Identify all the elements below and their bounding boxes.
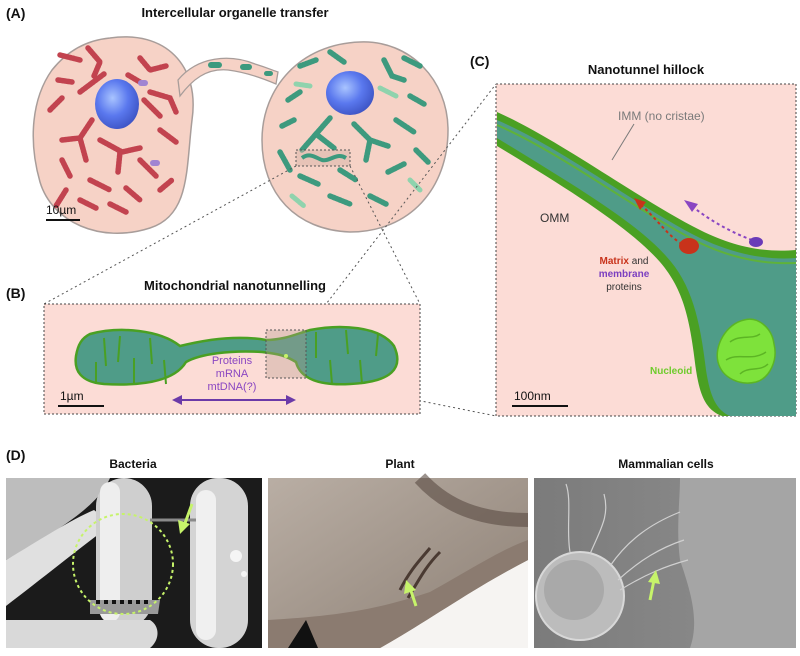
cargo-mtdna: mtDNA(?)	[208, 381, 257, 393]
membrane-word: membrane	[599, 269, 650, 280]
panel-b-title: Mitochondrial nanotunnelling	[144, 278, 326, 293]
bacteria-arrow	[178, 503, 194, 534]
membrane-protein-path	[691, 205, 753, 241]
panel-b-scale-label: 1µm	[60, 389, 84, 403]
right-cell	[261, 41, 449, 233]
nucleoid-label: Nucleoid	[650, 366, 692, 377]
left-nucleus	[95, 79, 139, 129]
panel-c-title: Nanotunnel hillock	[588, 62, 705, 77]
bacteria-title: Bacteria	[109, 457, 157, 471]
plant-arrow	[404, 580, 418, 607]
nucleoid	[716, 318, 776, 384]
membrane-protein	[749, 237, 763, 247]
bacteria-highlight-circle	[72, 513, 174, 615]
tunneling-nanotube	[177, 57, 279, 98]
membrane-arrowhead	[684, 200, 698, 212]
left-cell	[32, 36, 194, 235]
tube-mitochondria	[208, 62, 273, 76]
left-cell-small-organelle-2	[150, 160, 160, 166]
proteins-word: proteins	[606, 282, 642, 293]
mammalian-title: Mammalian cells	[618, 457, 714, 471]
panel-a: (A) Intercellular organelle transfer	[6, 5, 449, 235]
panel-b-letter: (B)	[6, 285, 25, 301]
cristae-b	[95, 329, 379, 385]
matrix-word: Matrix	[600, 256, 630, 267]
panel-a-title: Intercellular organelle transfer	[141, 5, 328, 20]
panel-c: (C) Nanotunnel hillock IMM (no cristae) …	[470, 53, 797, 417]
panel-d: (D) Bacteria	[6, 447, 796, 648]
plant-title: Plant	[385, 457, 414, 471]
left-cell-mitochondria	[47, 45, 179, 215]
mitochondrion-imm	[496, 124, 797, 265]
bacteria-micrograph	[6, 478, 262, 648]
mammalian-micrograph	[534, 478, 796, 648]
matrix-protein	[679, 238, 699, 254]
imm-label: IMM (no cristae)	[618, 109, 705, 123]
cargo-labels: Proteins mRNA mtDNA(?)	[208, 355, 257, 393]
panel-a-scale-label: 10µm	[46, 203, 76, 217]
zoom-lines-a-b	[43, 165, 421, 305]
bidirectional-arrow-b	[172, 395, 296, 405]
panel-a-letter: (A)	[6, 5, 25, 21]
right-nucleus	[326, 71, 374, 115]
and-word: and	[629, 256, 648, 267]
mammalian-arrow	[648, 570, 660, 601]
right-cell-mitochondria	[277, 49, 431, 207]
omm-label: OMM	[540, 211, 569, 225]
inset-mito-a	[300, 153, 348, 163]
panel-c-scale-label: 100nm	[514, 389, 551, 403]
nucleoid-texture	[725, 333, 769, 375]
cargo-proteins: Proteins	[212, 355, 253, 367]
imm-pointer	[611, 123, 635, 161]
matrix-arrowhead	[634, 198, 646, 210]
left-cell-small-organelle	[138, 80, 148, 86]
cargo-mrna: mRNA	[216, 368, 249, 380]
plant-micrograph	[268, 473, 529, 648]
panel-b: (B) Mitochondrial nanotunnelling Protein…	[6, 278, 421, 415]
matrix-membrane-caption: Matrix and	[600, 256, 649, 267]
right-cell-light-mitochondria	[289, 81, 423, 209]
inset-nucleoid-dot	[284, 354, 288, 358]
panel-c-letter: (C)	[470, 53, 489, 69]
panel-d-letter: (D)	[6, 447, 25, 463]
